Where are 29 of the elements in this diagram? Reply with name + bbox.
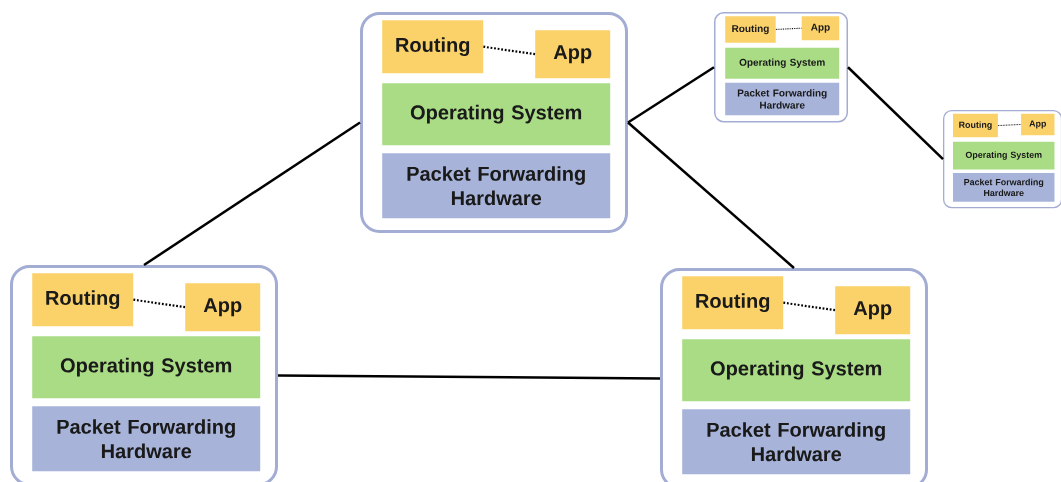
- routing-box: Routing: [32, 273, 134, 327]
- dotted-line: [483, 45, 536, 56]
- hardware-box: Packet Forwarding Hardware: [725, 82, 840, 116]
- hardware-box: Packet Forwarding Hardware: [682, 409, 911, 475]
- os-box: Operating System: [32, 336, 261, 399]
- routing-box: Routing: [725, 16, 776, 43]
- os-box: Operating System: [953, 141, 1055, 170]
- app-box: App: [835, 286, 911, 335]
- connection-line: [847, 66, 944, 161]
- dotted-line: [997, 123, 1022, 127]
- routing-box: Routing: [382, 20, 484, 74]
- connection-line: [627, 66, 715, 124]
- hardware-box: Packet Forwarding Hardware: [32, 406, 261, 472]
- app-box: App: [185, 283, 261, 332]
- dotted-line: [133, 298, 186, 309]
- routing-box: Routing: [682, 276, 784, 330]
- app-box: App: [535, 30, 611, 79]
- dotted-line: [783, 301, 836, 312]
- app-box: App: [801, 16, 840, 41]
- connection-line: [143, 121, 361, 267]
- dotted-line: [775, 27, 803, 30]
- os-box: Operating System: [682, 339, 911, 402]
- os-box: Operating System: [382, 83, 611, 146]
- connection-line: [627, 121, 795, 269]
- hardware-box: Packet Forwarding Hardware: [382, 153, 611, 219]
- os-box: Operating System: [725, 47, 840, 79]
- app-box: App: [1021, 113, 1055, 136]
- connection-line: [278, 374, 660, 380]
- hardware-box: Packet Forwarding Hardware: [953, 172, 1055, 202]
